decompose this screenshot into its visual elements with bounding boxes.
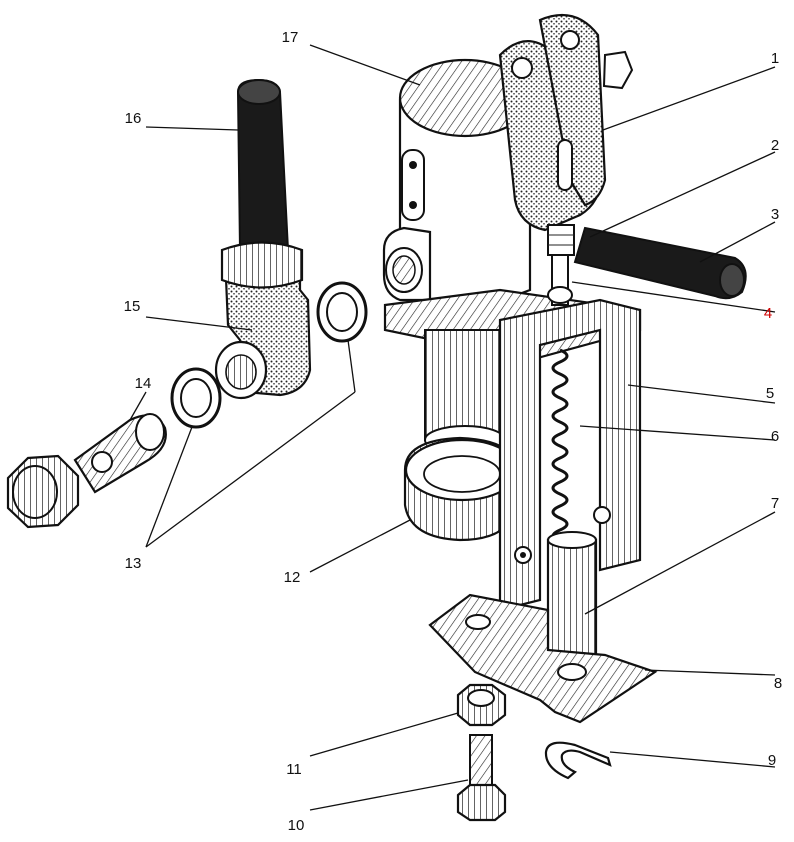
part-9-u-clip [544, 741, 612, 780]
callout-10: 10 [288, 817, 305, 834]
callout-5: 5 [766, 385, 774, 402]
leader-7 [584, 511, 776, 615]
part-1-clevis [498, 13, 634, 232]
leader-6 [579, 425, 776, 441]
leader-5 [627, 384, 776, 404]
leader-14 [129, 391, 147, 421]
callout-15: 15 [124, 298, 141, 315]
callout-9: 9 [768, 752, 776, 769]
part-13-washer-right [316, 281, 368, 343]
leader-13a [145, 426, 193, 548]
callout-13: 13 [125, 555, 142, 572]
part-13-washer-left [170, 367, 222, 429]
callout-labels: 1 2 3 4 5 6 7 8 9 10 11 12 13 14 15 16 1… [124, 29, 783, 834]
leader-13b [145, 391, 356, 548]
leader-4 [571, 281, 776, 313]
lower-threaded-shank [424, 329, 506, 455]
callout-8: 8 [774, 675, 782, 692]
leader-10 [309, 779, 469, 811]
leader-16 [145, 126, 239, 131]
part-10-bolt [456, 734, 507, 822]
callout-2: 2 [771, 137, 779, 154]
part-7-plunger [546, 531, 598, 667]
part-17-cylinder [382, 58, 532, 306]
leader-2 [589, 151, 776, 238]
callout-14: 14 [135, 375, 152, 392]
callout-16: 16 [125, 110, 142, 127]
part-3-rod [573, 226, 747, 300]
part-4-stem [547, 254, 573, 306]
part-8-base-plate [428, 593, 658, 724]
leader-17 [309, 44, 421, 86]
leader-15 [145, 316, 253, 331]
leader-8 [644, 669, 776, 676]
leader-9 [609, 751, 776, 768]
part-2-pin [547, 224, 575, 256]
leader-13c [347, 339, 356, 393]
callout-12: 12 [284, 569, 301, 586]
callout-3: 3 [771, 206, 779, 223]
callout-17: 17 [282, 29, 299, 46]
part-16-pipe [236, 78, 290, 251]
leader-lines [129, 44, 776, 811]
leader-3 [699, 221, 776, 263]
part-15-elbow [214, 241, 312, 400]
callout-11: 11 [286, 761, 302, 778]
part-11-hex-nut [456, 683, 507, 727]
leader-11 [309, 712, 459, 757]
leader-12 [309, 519, 411, 573]
callout-6: 6 [771, 428, 779, 445]
leader-1 [602, 66, 776, 131]
part-6-spring [551, 348, 569, 544]
part-14-banjo-bolt [6, 413, 167, 529]
callout-1: 1 [771, 50, 779, 67]
callout-4: 4 [764, 305, 772, 322]
callout-7: 7 [771, 495, 779, 512]
